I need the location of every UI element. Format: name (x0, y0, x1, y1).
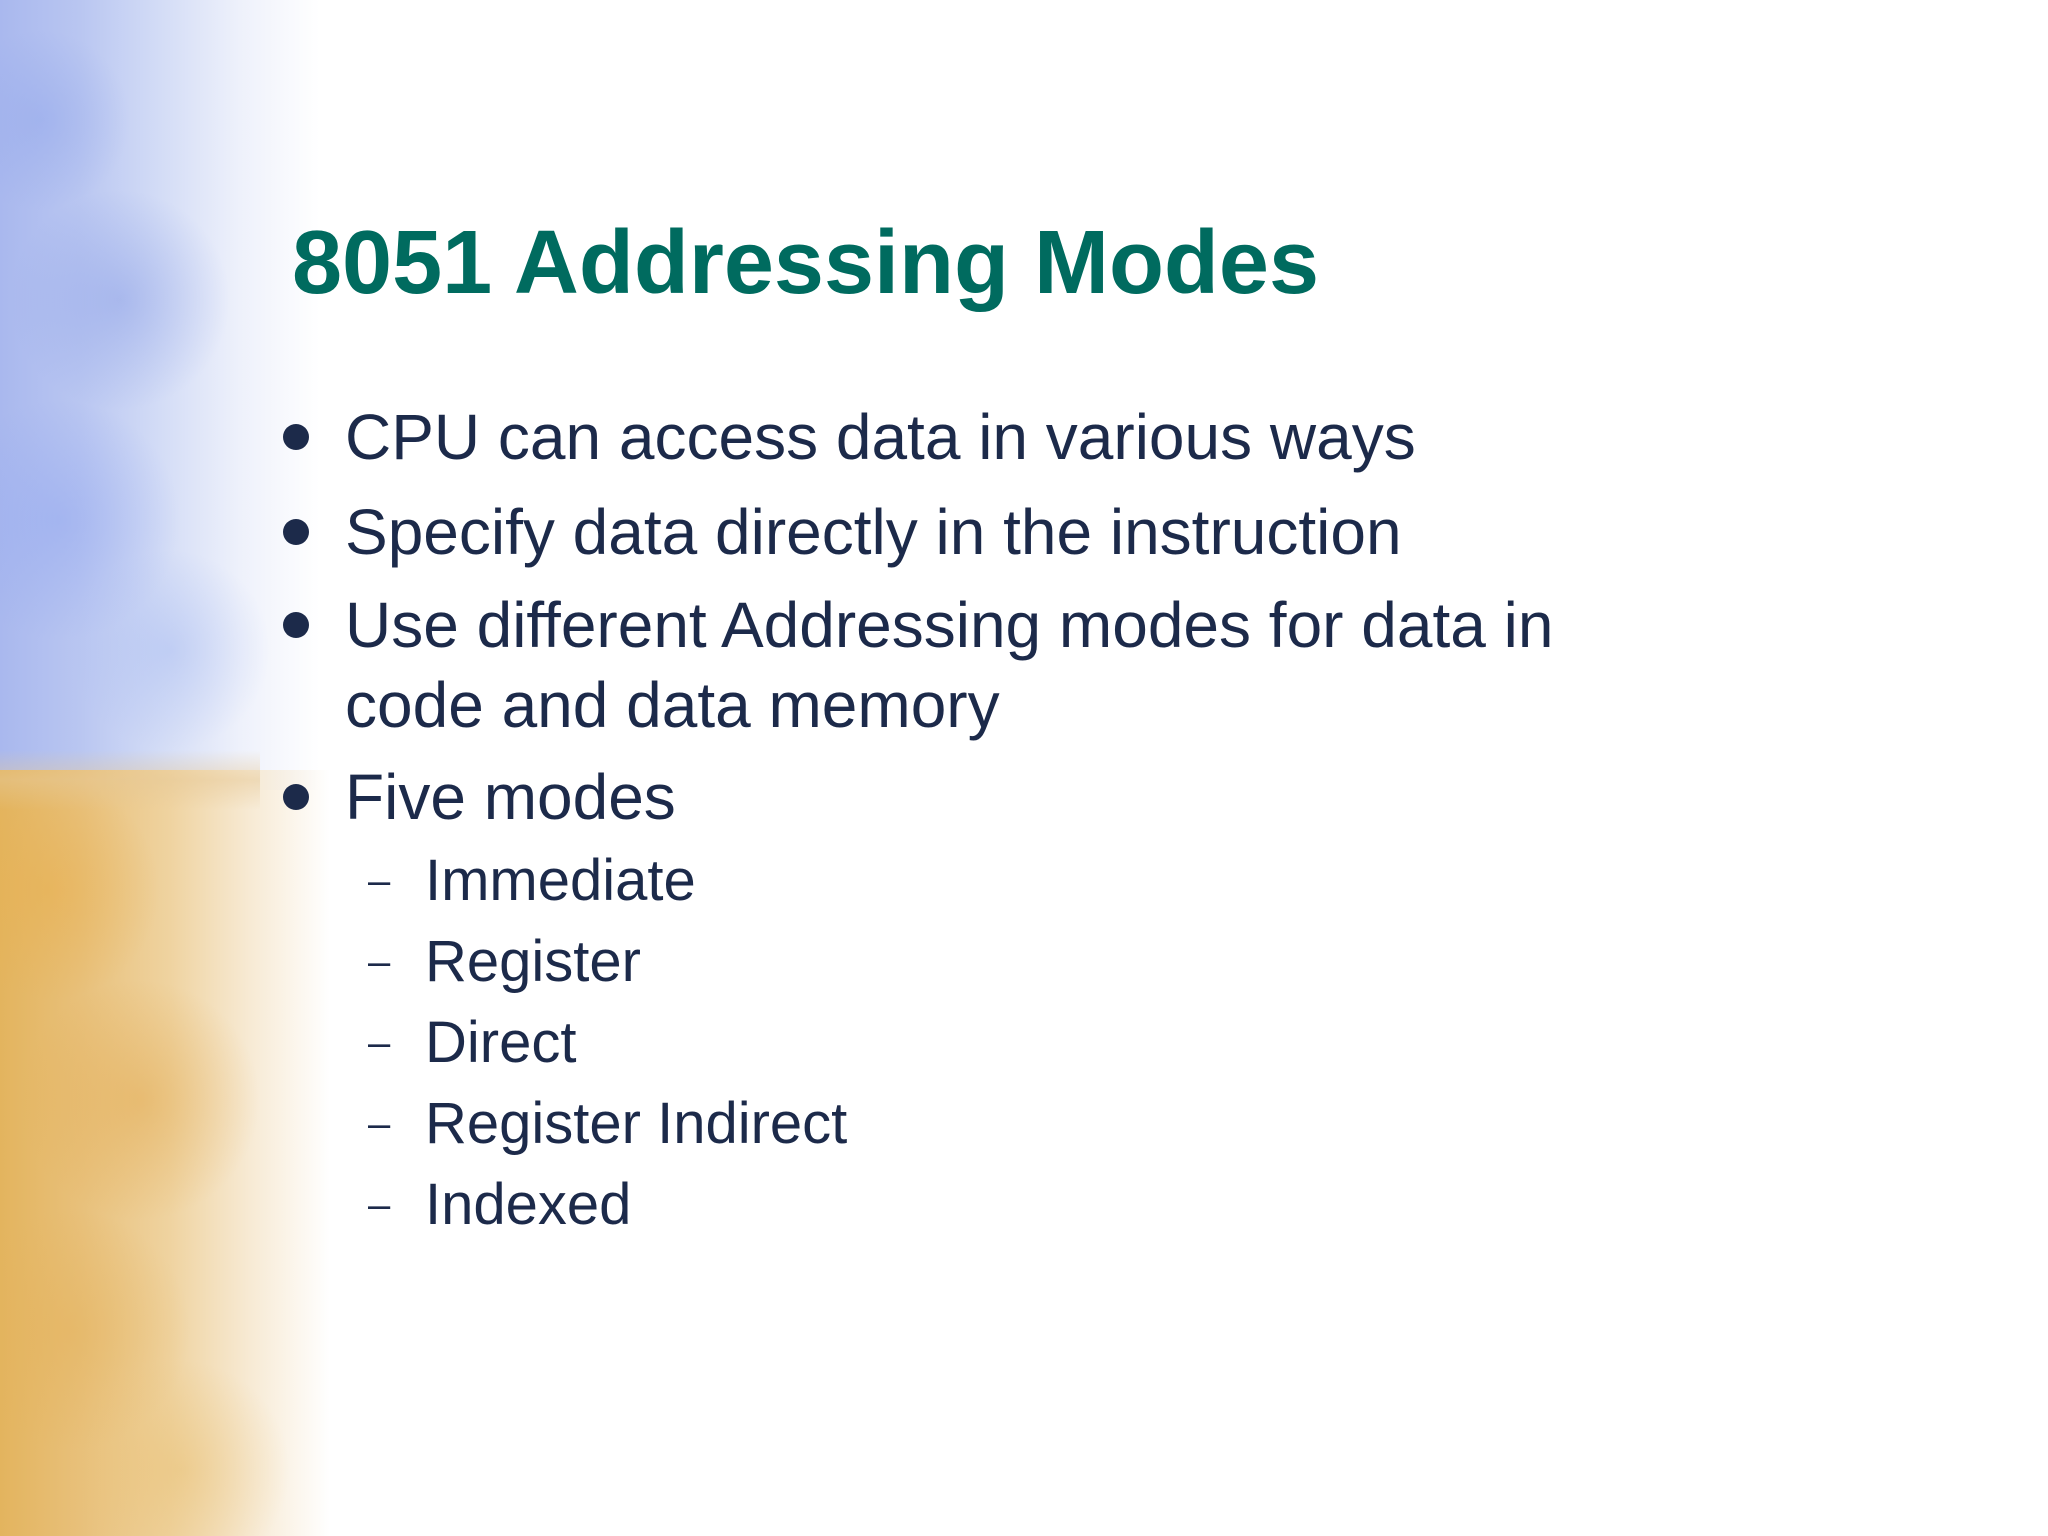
bullet-dot-icon (283, 424, 309, 450)
bullet-item: Use different Addressing modes for data … (283, 585, 1554, 745)
dash-icon: – (368, 940, 391, 984)
dash-icon: – (368, 859, 391, 903)
bullet-text: Specify data directly in the instruction (345, 496, 1402, 568)
dash-icon: – (368, 1021, 391, 1065)
bullet-item: Five modes (283, 757, 676, 837)
dash-icon: – (368, 1183, 391, 1227)
bullet-text: Five modes (345, 761, 676, 833)
slide-title: 8051 Addressing Modes (292, 213, 1320, 313)
dash-icon: – (368, 1102, 391, 1146)
sub-bullet-text: Indexed (425, 1172, 632, 1237)
sub-bullet-item: – Register (368, 922, 641, 1002)
sub-bullet-text: Immediate (425, 848, 696, 913)
bullet-text-line-2: code and data memory (345, 669, 1000, 741)
bullet-text-line-1: Use different Addressing modes for data … (345, 589, 1554, 661)
sub-bullet-item: – Register Indirect (368, 1084, 848, 1164)
sub-bullet-item: – Direct (368, 1003, 577, 1083)
sub-bullet-item: – Immediate (368, 841, 696, 921)
bullet-item: Specify data directly in the instruction (283, 492, 1402, 572)
bullet-text: CPU can access data in various ways (345, 401, 1416, 473)
sub-bullet-text: Register (425, 929, 641, 994)
sub-bullet-text: Register Indirect (425, 1091, 848, 1156)
sub-bullet-item: – Indexed (368, 1165, 632, 1245)
bullet-item: CPU can access data in various ways (283, 397, 1416, 477)
bullet-dot-icon (283, 784, 309, 810)
bullet-dot-icon (283, 612, 309, 638)
bullet-dot-icon (283, 519, 309, 545)
sub-bullet-text: Direct (425, 1010, 577, 1075)
